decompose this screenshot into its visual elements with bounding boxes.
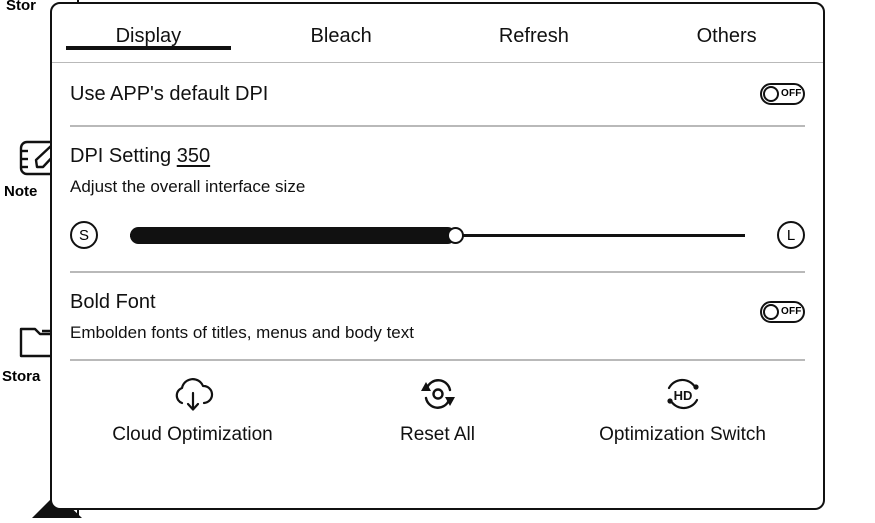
separator-1	[70, 125, 805, 127]
cloud-download-icon	[168, 373, 218, 415]
bold-font-title: Bold Font	[70, 291, 156, 313]
reset-circular-arrows-icon	[416, 373, 460, 415]
cloud-optimization-label: Cloud Optimization	[112, 424, 273, 445]
separator-2	[70, 271, 805, 273]
background-top-label: Stor	[6, 0, 36, 14]
action-buttons: Cloud Optimization Reset All	[70, 373, 805, 444]
tab-bleach[interactable]: Bleach	[245, 4, 438, 46]
optimization-switch-label: Optimization Switch	[599, 424, 766, 445]
tab-bleach-label: Bleach	[310, 25, 372, 47]
note-app-label: Note	[4, 183, 38, 200]
tab-display[interactable]: Display	[52, 4, 245, 50]
svg-text:HD: HD	[673, 388, 692, 403]
default-dpi-title: Use APP's default DPI	[70, 83, 269, 105]
settings-tabs: Display Bleach Refresh Others	[52, 4, 823, 63]
toggle-knob-icon	[763, 86, 779, 102]
cloud-optimization-button[interactable]: Cloud Optimization	[70, 373, 315, 444]
slider-max-endcap[interactable]: L	[777, 221, 805, 249]
dpi-setting-title: DPI Setting 350	[70, 143, 305, 169]
settings-content: Use APP's default DPI OFF DPI Setting 35…	[52, 63, 823, 444]
dpi-setting-value[interactable]: 350	[176, 145, 211, 167]
tab-refresh-label: Refresh	[498, 25, 569, 47]
toggle-knob-icon	[763, 304, 779, 320]
reset-all-button[interactable]: Reset All	[315, 373, 560, 444]
bold-font-toggle[interactable]: OFF	[760, 301, 805, 323]
separator-3	[70, 359, 805, 361]
slider-track-fill	[130, 227, 456, 244]
dpi-setting-label: DPI Setting	[70, 145, 172, 167]
row-dpi-setting: DPI Setting 350 Adjust the overall inter…	[70, 127, 805, 199]
default-dpi-toggle[interactable]: OFF	[760, 83, 805, 105]
row-bold-font: Bold Font Embolden fonts of titles, menu…	[70, 273, 805, 359]
optimization-switch-button[interactable]: HD Optimization Switch	[560, 373, 805, 444]
slider-min-endcap[interactable]: S	[70, 221, 98, 249]
bold-font-subtitle: Embolden fonts of titles, menus and body…	[70, 323, 414, 342]
storage-app-label: Stora	[2, 368, 41, 385]
display-settings-dialog: Display Bleach Refresh Others Use APP's …	[50, 2, 825, 510]
dpi-slider-row: S L	[70, 199, 805, 271]
tab-others-label: Others	[696, 25, 757, 47]
tab-others[interactable]: Others	[630, 4, 823, 46]
bold-font-toggle-state: OFF	[781, 306, 802, 317]
slider-thumb[interactable]	[446, 227, 464, 244]
dpi-slider[interactable]	[130, 221, 745, 249]
tab-refresh[interactable]: Refresh	[438, 4, 631, 46]
reset-all-label: Reset All	[400, 424, 475, 445]
tab-display-label: Display	[115, 25, 182, 47]
slider-max-label: L	[786, 226, 796, 244]
hd-refresh-icon: HD	[659, 373, 707, 415]
default-dpi-toggle-state: OFF	[781, 88, 802, 99]
dpi-setting-subtitle: Adjust the overall interface size	[70, 177, 306, 196]
row-default-dpi: Use APP's default DPI OFF	[70, 63, 805, 125]
slider-min-label: S	[78, 226, 89, 244]
